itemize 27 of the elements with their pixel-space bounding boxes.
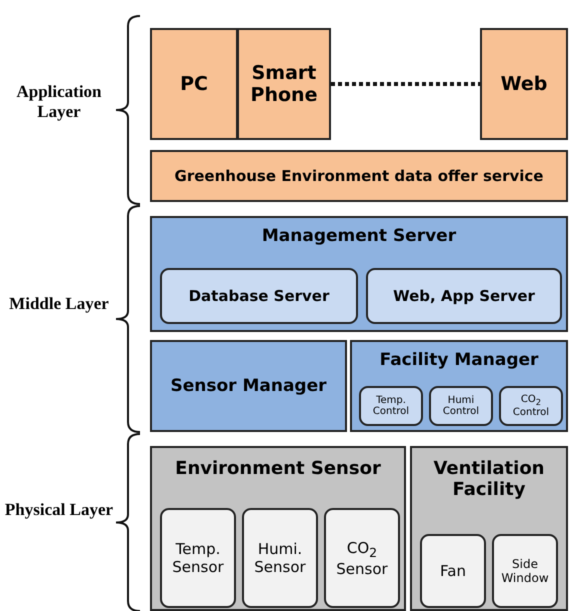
sensor-box: Temp. Sensor (160, 508, 236, 608)
server-panel (150, 216, 568, 332)
control-box: Temp. Control (359, 386, 423, 426)
panel-heading: Management Server (260, 226, 458, 246)
facility-box: Side Window (492, 534, 558, 608)
control-box: CO$_{2}$ Control (499, 386, 563, 426)
dotted-connector (331, 82, 480, 86)
control-box: Humi Control (429, 386, 493, 426)
layer-label: Physical Layer (4, 500, 114, 520)
server-box: Database Server (160, 268, 358, 324)
panel-heading: Environment Sensor (174, 458, 382, 479)
device-box: Web (480, 28, 568, 140)
device-box: Smart Phone (237, 28, 331, 140)
layer-label: Application Layer (15, 82, 103, 122)
service-bar: Greenhouse Environment data offer service (150, 150, 568, 202)
server-box: Web, App Server (366, 268, 562, 324)
manager-box: Sensor Manager (150, 340, 347, 432)
layer-label: Middle Layer (8, 294, 110, 314)
sensor-box: CO$_{2}$ Sensor (324, 508, 400, 608)
manager-panel (350, 340, 568, 432)
device-box: PC (150, 28, 238, 140)
facility-panel (410, 446, 568, 611)
panel-heading: Ventilation Facility (432, 458, 546, 500)
sensor-panel (150, 446, 406, 611)
facility-box: Fan (420, 534, 486, 608)
sensor-box: Humi. Sensor (242, 508, 318, 608)
panel-heading: Facility Manager (378, 350, 540, 370)
